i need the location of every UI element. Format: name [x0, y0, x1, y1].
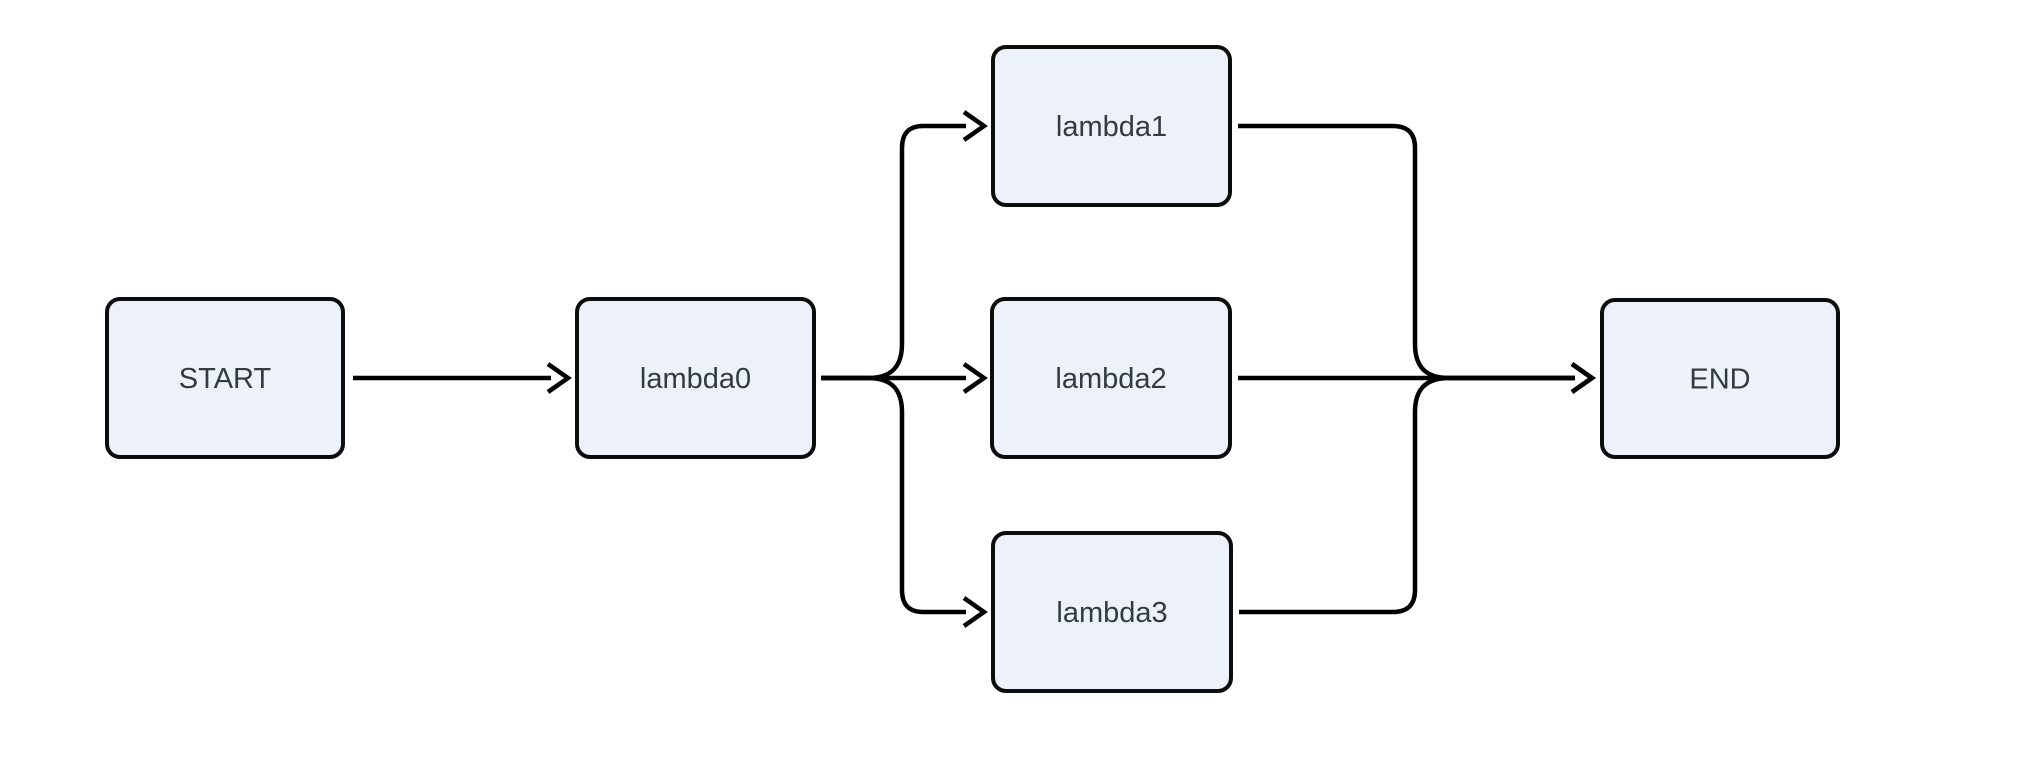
arrowhead-lambda0-to-lambda3 [962, 596, 988, 628]
node-lambda3-box [991, 531, 1233, 693]
arrowhead-lambda0-to-lambda1 [962, 110, 988, 142]
node-lambda2-label: lambda2 [1055, 363, 1166, 395]
node-lambda3-label: lambda3 [1056, 597, 1167, 629]
edge-lambda3-to-end [1239, 375, 1575, 615]
node-lambda1: lambda1 [991, 45, 1232, 207]
node-lambda0: lambda0 [575, 297, 816, 459]
arrowhead-lambda0-to-lambda2 [962, 362, 988, 394]
node-lambda0-box [575, 297, 816, 459]
node-start: START [105, 297, 345, 459]
node-lambda2-box [990, 297, 1232, 459]
node-end: END [1600, 298, 1840, 459]
edge-lambda1-to-end [1238, 123, 1575, 381]
arrowhead-start-to-lambda0 [546, 362, 572, 394]
edge-lambda0-to-lambda3 [821, 375, 966, 615]
node-lambda3: lambda3 [991, 531, 1233, 693]
edge-lambda0-to-lambda1 [821, 123, 966, 381]
arrowhead-lambda3-to-end [1570, 362, 1596, 394]
node-lambda1-label: lambda1 [1056, 111, 1167, 143]
node-end-box [1600, 298, 1840, 459]
node-start-label: START [179, 363, 272, 395]
node-end-label: END [1689, 364, 1750, 396]
node-lambda2: lambda2 [990, 297, 1232, 459]
node-lambda0-label: lambda0 [640, 363, 751, 395]
node-start-box [105, 297, 345, 459]
node-lambda1-box [991, 45, 1232, 207]
